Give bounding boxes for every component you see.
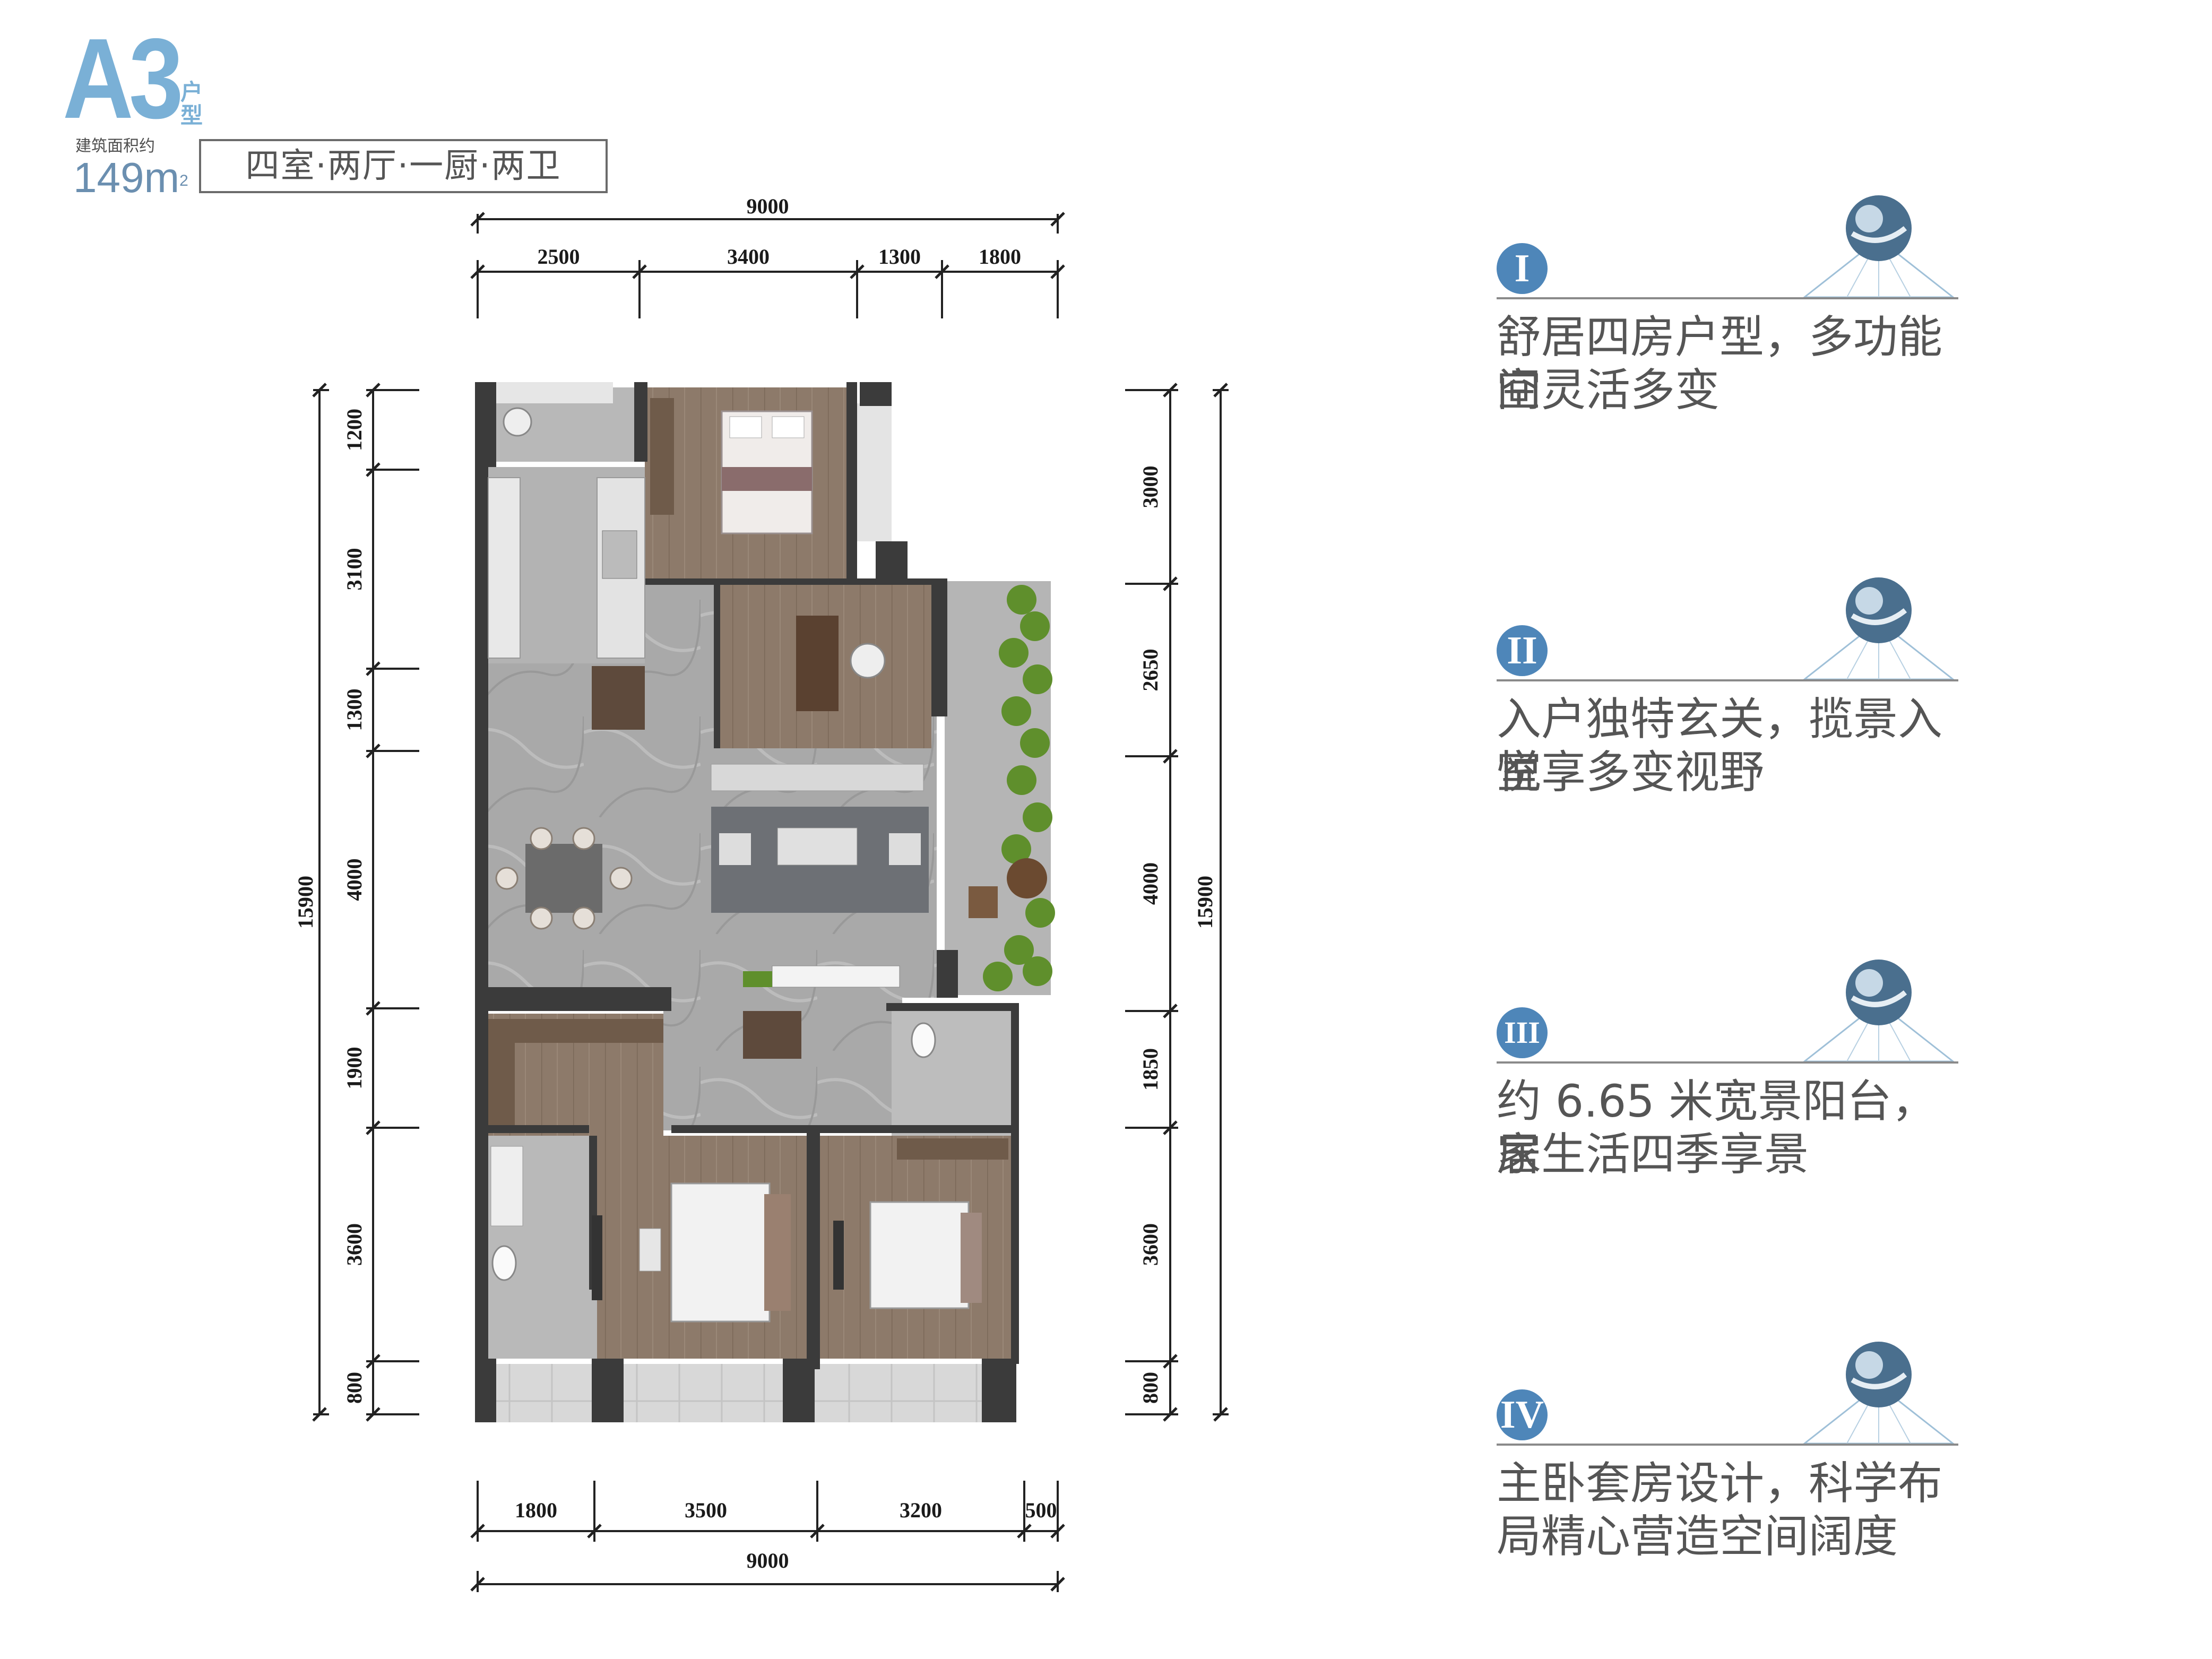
feature-divider — [1497, 1061, 1958, 1064]
tv-cabinet — [772, 965, 900, 988]
dim-top-seg: 1300 — [878, 245, 921, 269]
dim-top-total: 9000 — [747, 194, 789, 218]
dim-bottom-total: 9000 — [747, 1549, 789, 1572]
unit-type-suffix: 户型 — [180, 79, 203, 128]
dim-left-seg: 1300 — [342, 689, 366, 731]
globe-pyramid-icon — [1783, 573, 1974, 685]
south-balcony-floor — [483, 1364, 1014, 1422]
dim-left-seg: 1900 — [342, 1047, 366, 1090]
balcony-plants — [983, 585, 1055, 991]
dim-left-seg: 3100 — [342, 548, 366, 591]
basin-master-bath — [490, 1146, 523, 1226]
feature-divider — [1497, 1444, 1958, 1446]
tv-master — [592, 1215, 602, 1300]
closet-wardrobe-2 — [488, 1019, 663, 1043]
feature-divider — [1497, 679, 1958, 681]
dim-right-seg: 800 — [1138, 1372, 1162, 1404]
feature-numeral-badge: IV — [1497, 1389, 1548, 1440]
feature-divider — [1497, 297, 1958, 299]
toilet-second-bath — [911, 1022, 936, 1058]
plant — [1001, 834, 1031, 864]
plant — [1020, 611, 1050, 641]
plant — [1025, 898, 1055, 928]
dim-right-seg: 4000 — [1138, 862, 1162, 905]
dim-bottom-seg: 3200 — [900, 1498, 942, 1522]
area-label: 建筑面积约 — [75, 137, 155, 155]
study-desk — [796, 616, 839, 711]
dim-bottom-seg: 3500 — [685, 1498, 727, 1522]
plant — [1020, 728, 1050, 758]
second-bath-floor — [892, 1008, 1019, 1136]
balcony-table — [1007, 858, 1047, 898]
dim-bottom-seg: 1800 — [515, 1498, 557, 1522]
balcony-chair — [969, 886, 998, 918]
armchair-1 — [719, 833, 751, 865]
globe-pyramid-icon — [1783, 1337, 1974, 1449]
plant — [1004, 935, 1034, 965]
feature-text: 间灵活多变 — [1497, 364, 1720, 416]
dim-bottom-seg: 500 — [1025, 1498, 1057, 1522]
feature-numeral-badge: I — [1497, 243, 1548, 294]
bed-south — [833, 1201, 982, 1309]
kitchen-counter — [488, 477, 521, 659]
wardrobe-south — [897, 1138, 1008, 1160]
bed-master — [639, 1182, 791, 1323]
walls — [475, 382, 1019, 1422]
dim-right-total: 15900 — [1193, 876, 1217, 929]
plant — [1023, 664, 1052, 694]
coffee-table — [777, 827, 858, 866]
dim-right-seg: 3000 — [1138, 466, 1162, 508]
study-chair — [850, 643, 886, 679]
toilet-master-bath — [491, 1245, 517, 1281]
dim-top-seg: 3400 — [727, 245, 770, 269]
feature-text: 入户独特玄关，揽景入室 — [1497, 693, 1943, 798]
plant — [999, 638, 1029, 668]
layout-summary-box: 四室·两厅·一厨·两卫 — [199, 139, 608, 193]
dining-table — [495, 827, 633, 930]
dim-right-seg: 3600 — [1138, 1223, 1162, 1266]
indoor-plant — [743, 971, 772, 987]
feature-text: 家生活四季享景 — [1497, 1128, 1809, 1180]
feature-text: 悦享多变视野 — [1497, 746, 1765, 798]
wardrobe-north — [650, 398, 674, 515]
plant — [983, 962, 1013, 991]
dim-left-seg: 1200 — [342, 409, 366, 451]
dim-right-seg: 1850 — [1138, 1048, 1162, 1091]
shoe-cabinet — [592, 666, 645, 730]
entry-console — [743, 1011, 801, 1059]
stove — [602, 530, 637, 579]
balcony-floor — [945, 581, 1051, 995]
washing-machine — [503, 407, 532, 437]
feature-numeral-badge: III — [1497, 1007, 1548, 1058]
globe-pyramid-icon — [1783, 955, 1974, 1067]
plant — [1023, 956, 1052, 986]
unit-type-code: A3 — [63, 14, 184, 142]
feature-text: 主卧套房设计，科学布 — [1497, 1457, 1943, 1509]
plant — [1023, 802, 1052, 832]
plant — [1007, 765, 1036, 795]
plant — [1001, 696, 1031, 726]
dim-top-seg: 2500 — [538, 245, 580, 269]
feature-text: 约 6.65 米宽景阳台，居 — [1497, 1075, 1937, 1180]
feature-numeral-badge: II — [1497, 625, 1548, 676]
sofa — [711, 764, 924, 791]
armchair-2 — [889, 833, 921, 865]
globe-pyramid-icon — [1783, 191, 1974, 303]
dim-left-seg: 4000 — [342, 859, 366, 901]
dim-right-seg: 2650 — [1138, 649, 1162, 692]
plant — [1007, 585, 1036, 615]
dim-left-seg: 3600 — [342, 1223, 366, 1266]
dim-left-total: 15900 — [293, 876, 317, 929]
feature-text: 舒居四房户型，多功能空 — [1497, 311, 1943, 416]
bed-north — [721, 410, 813, 534]
dimension-lines: 9000 2500 3400 1300 1800 1800 3500 3200 500 9000 1… — [293, 194, 1229, 1592]
dim-top-seg: 1800 — [979, 245, 1021, 269]
feature-text: 局精心营造空间阔度 — [1497, 1510, 1898, 1562]
area-value: 149m2 — [73, 154, 188, 201]
dim-left-seg: 800 — [342, 1372, 366, 1404]
